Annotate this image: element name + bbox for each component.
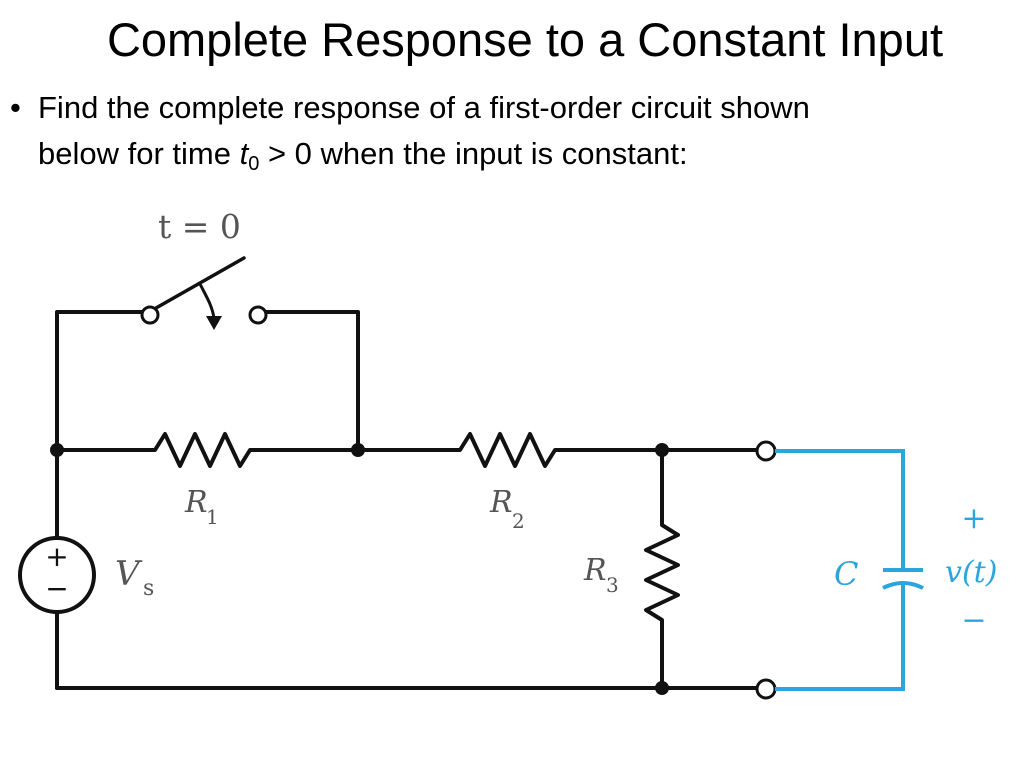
middle-branch: R 1 R 2 bbox=[55, 432, 764, 533]
capacitor-label: C bbox=[834, 555, 858, 593]
switch-label: t = 0 bbox=[158, 207, 241, 246]
time-variable: t bbox=[239, 136, 249, 171]
bullet-line-1: Find the complete response of a first-or… bbox=[38, 90, 810, 125]
switch: t = 0 bbox=[140, 207, 268, 330]
source-subscript: s bbox=[143, 576, 154, 601]
time-subscript: 0 bbox=[248, 153, 260, 175]
terminal-bottom bbox=[755, 678, 777, 700]
switch-arrow-head bbox=[206, 316, 222, 330]
switch-terminal-right bbox=[248, 305, 268, 325]
r2-resistor: R 2 bbox=[489, 485, 525, 533]
r1-subscript: 1 bbox=[206, 505, 219, 529]
terminal-top bbox=[755, 440, 777, 462]
r2-subscript: 2 bbox=[512, 509, 525, 533]
source-minus: − bbox=[45, 572, 68, 605]
bullet-text-prefix: below for time bbox=[38, 136, 240, 171]
voltage-minus: − bbox=[961, 603, 986, 638]
r1-label: R bbox=[184, 485, 208, 520]
voltage-source: + − V s bbox=[18, 448, 154, 690]
r1-resistor: R 1 bbox=[184, 485, 219, 529]
junction-middle bbox=[351, 443, 365, 457]
r3-subscript: 3 bbox=[606, 573, 619, 597]
switch-loop-wires bbox=[55, 310, 360, 452]
r2-label: R bbox=[489, 485, 513, 520]
source-plus: + bbox=[45, 540, 68, 573]
bullet-marker: • bbox=[10, 90, 21, 125]
source-label: V bbox=[115, 554, 143, 594]
r3-label: R bbox=[583, 553, 607, 588]
r3-resistor: R 3 bbox=[583, 448, 680, 690]
capacitor-plate-bottom bbox=[882, 581, 924, 590]
bullet-line-2: below for time t0 > 0 when the input is … bbox=[38, 132, 688, 186]
capacitor-branch: C v(t) + − bbox=[775, 449, 997, 691]
bullet-text-suffix: > 0 when the input is constant: bbox=[259, 136, 688, 171]
switch-terminal-left bbox=[140, 305, 160, 325]
voltage-label: v(t) bbox=[945, 555, 997, 590]
voltage-plus: + bbox=[961, 501, 986, 536]
slide-title: Complete Response to a Constant Input bbox=[106, 13, 944, 66]
switch-arrow-arc bbox=[197, 281, 216, 319]
